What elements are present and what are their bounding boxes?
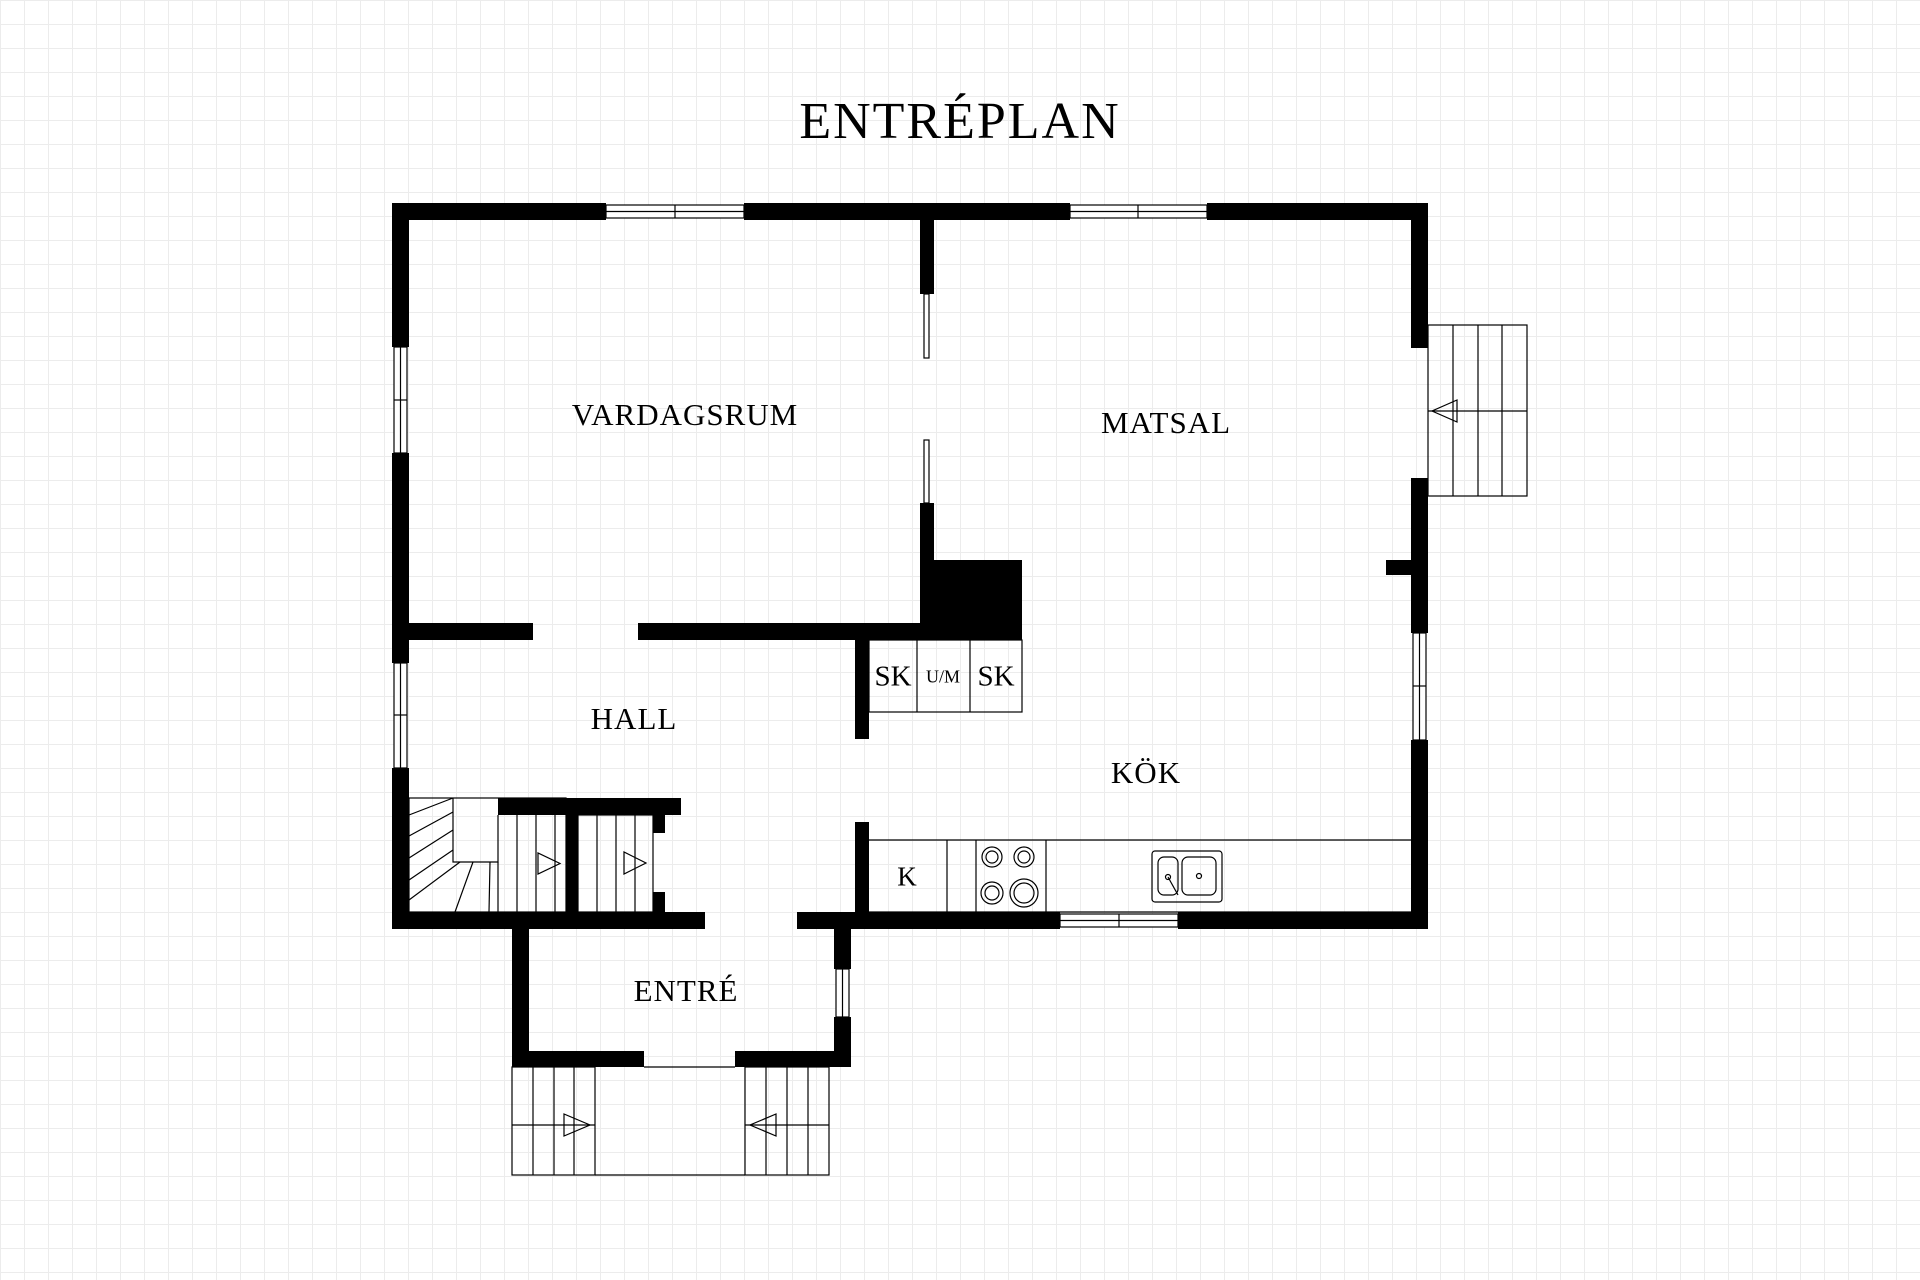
plan-title: ENTRÉPLAN [799, 93, 1121, 150]
room-label-matsal: MATSAL [1100, 405, 1232, 440]
interior-walls [409, 220, 1022, 929]
windows [393, 204, 1427, 1068]
closets [868, 639, 1023, 713]
closet-label-right: SK [977, 660, 1015, 693]
closet-label-left: SK [874, 660, 912, 693]
kitchen-counter [869, 839, 1411, 913]
fridge-label: K [897, 861, 917, 892]
interior-stairs [408, 797, 654, 913]
room-label-entre: ENTRÉ [633, 973, 739, 1008]
stove-icon [980, 846, 1039, 908]
room-label-hall: HALL [590, 701, 678, 736]
steps-entrance [511, 1066, 830, 1176]
utility-label: U/M [925, 666, 961, 687]
sink-icon [1151, 850, 1223, 903]
room-label-kok: KÖK [1110, 755, 1182, 790]
room-label-vardagsrum: VARDAGSRUM [571, 397, 799, 432]
steps-right [1427, 324, 1528, 497]
